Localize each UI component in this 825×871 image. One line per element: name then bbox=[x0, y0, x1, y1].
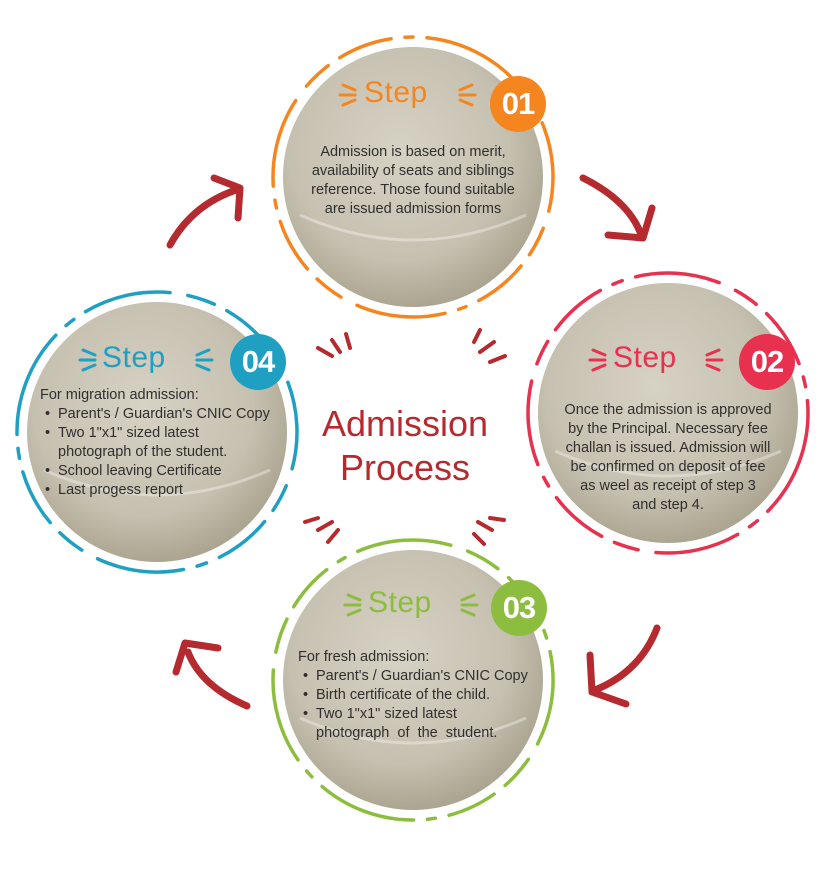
step-02-number-badge: 02 bbox=[739, 334, 795, 390]
step-02-line: and step 4. bbox=[632, 497, 704, 513]
step-04-label: Step bbox=[102, 341, 166, 374]
list-item: Two 1"x1" sized latest bbox=[303, 705, 548, 724]
step-01-line: are issued admission forms bbox=[324, 201, 502, 217]
step-04-label-sparkles bbox=[78, 348, 214, 372]
step-01-label: Step bbox=[364, 76, 428, 109]
step-02-label-sparkles bbox=[588, 348, 724, 372]
step-02-line: by the Principal. Necessary fee bbox=[568, 421, 768, 437]
arrow-step2-to-step3 bbox=[586, 624, 661, 708]
title-line-2: Process bbox=[339, 447, 471, 488]
list-item: Parent's / Guardian's CNIC Copy bbox=[303, 667, 548, 686]
step-02-circle bbox=[526, 271, 810, 555]
step-02-line: challan is issued. Admission will bbox=[565, 440, 771, 456]
list-item-continuation: photograph of the student. bbox=[58, 444, 228, 460]
arrow-step1-to-step2 bbox=[579, 174, 656, 242]
step-01-number-badge: 01 bbox=[490, 76, 546, 132]
step-01-label-sparkles bbox=[338, 83, 477, 107]
step-02-line: as weel as receipt of step 3 bbox=[580, 478, 756, 494]
step-01-description: Admission is based on merit, availabilit… bbox=[283, 143, 543, 219]
step-04-requirements-list: Parent's / Guardian's CNIC Copy Two 1"x1… bbox=[40, 405, 290, 443]
arrow-step3-to-step4 bbox=[172, 639, 251, 710]
step-03-label: Step bbox=[368, 586, 432, 619]
step-04-requirements-list-cont: School leaving Certificate Last progess … bbox=[40, 462, 290, 500]
list-item: Parent's / Guardian's CNIC Copy bbox=[45, 405, 290, 424]
step-01-line: reference. Those found suitable bbox=[311, 182, 515, 198]
list-item: Birth certificate of the child. bbox=[303, 686, 548, 705]
step-03-intro: For fresh admission: bbox=[298, 649, 430, 665]
list-item-continuation: photograph of the student. bbox=[316, 725, 498, 741]
step-03-requirements-list: Parent's / Guardian's CNIC Copy Birth ce… bbox=[298, 667, 548, 724]
step-03-description: For fresh admission: Parent's / Guardian… bbox=[298, 648, 548, 743]
step-04-description: For migration admission: Parent's / Guar… bbox=[40, 386, 290, 500]
step-02-description: Once the admission is approved by the Pr… bbox=[533, 401, 803, 515]
step-01-line: Admission is based on merit, bbox=[320, 144, 506, 160]
list-item: School leaving Certificate bbox=[45, 462, 290, 481]
diagram-title: Admission Process bbox=[300, 402, 510, 490]
list-item: Last progess report bbox=[45, 481, 290, 500]
title-accent-dashes bbox=[303, 328, 507, 546]
step-04-intro: For migration admission: bbox=[40, 387, 199, 403]
arrow-step4-to-step1 bbox=[166, 174, 244, 249]
step-02-line: Once the admission is approved bbox=[564, 402, 772, 418]
step-01-line: availability of seats and siblings bbox=[311, 163, 515, 179]
step-01-circle bbox=[271, 35, 555, 319]
title-line-1: Admission bbox=[321, 403, 489, 444]
list-item: Two 1"x1" sized latest bbox=[45, 424, 290, 443]
step-03-number-badge: 03 bbox=[491, 580, 547, 636]
step-03-label-sparkles bbox=[343, 593, 479, 617]
step-02-line: be confirmed on deposit of fee bbox=[570, 459, 766, 475]
step-02-label: Step bbox=[613, 341, 677, 374]
step-04-number-badge: 04 bbox=[230, 334, 286, 390]
